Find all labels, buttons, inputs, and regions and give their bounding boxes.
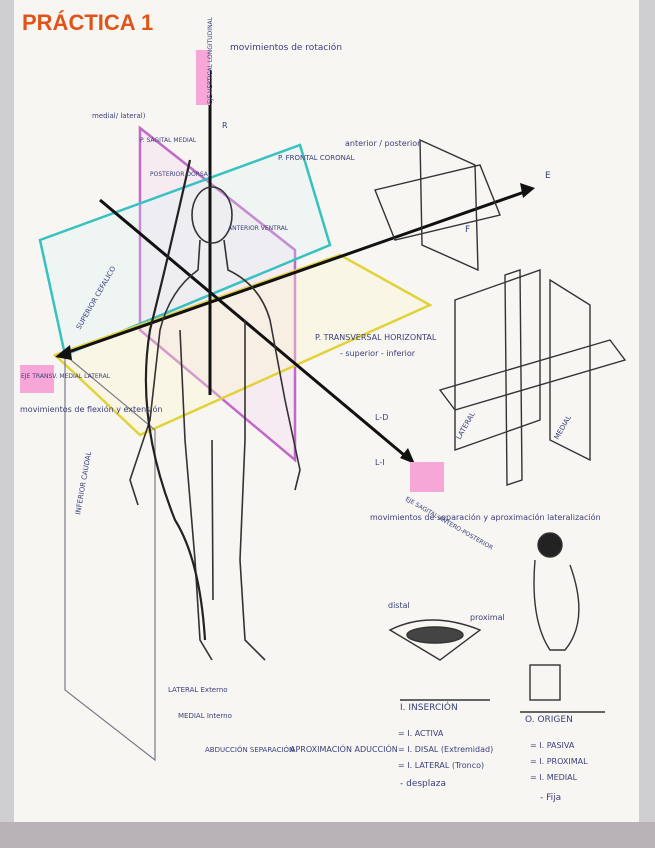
origin-heading: O. ORIGEN <box>525 715 573 725</box>
r-label: R <box>222 121 228 130</box>
origin-item-2: = I. PROXIMAL <box>530 757 588 766</box>
anterior-posterior-label: anterior / posterior <box>345 139 421 148</box>
medial-lateral-label: medial/ lateral) <box>92 112 146 120</box>
origin-item-1: = I. PASIVA <box>530 741 575 750</box>
superior-inferior-label: - superior - inferior <box>340 349 416 358</box>
origin-item-4: - Fija <box>540 793 561 803</box>
bottom-edge <box>0 822 655 848</box>
sagittal-plane-label: P. SAGITAL MEDIAL <box>140 137 197 144</box>
e-label: E <box>545 171 551 181</box>
posterior-label: POSTERIOR DORSAL <box>150 171 212 178</box>
frontal-plane-label: P. FRONTAL CORONAL <box>278 154 355 162</box>
origin-item-3: = I. MEDIAL <box>530 773 578 782</box>
separation-label: movimientos de separación y aproximación… <box>370 512 601 522</box>
ld-label: L-D <box>375 413 388 422</box>
li-label: L-I <box>375 458 385 467</box>
proximal-label: proximal <box>470 613 505 622</box>
insertion-item-3: = I. LATERAL (Tronco) <box>398 761 484 770</box>
distal-label: distal <box>388 601 410 610</box>
medial-internal-label: MEDIAL Interno <box>178 712 232 720</box>
f-label: F <box>465 225 470 235</box>
insertion-item-4: - desplaza <box>400 779 446 789</box>
flexion-extension-label: movimientos de flexión y extensión <box>20 404 163 414</box>
transverse-axis-label: EJE TRANSV. MEDIAL LATERAL <box>21 373 111 380</box>
abduction-label: ABDUCCIÓN SEPARACIÓN <box>205 745 294 754</box>
insertion-item-2: = I. DISAL (Extremidad) <box>398 745 493 754</box>
page-title: PRÁCTICA 1 <box>22 10 153 35</box>
transverse-plane-label: P. TRANSVERSAL HORIZONTAL <box>315 333 437 342</box>
insertion-heading: I. INSERCIÓN <box>400 701 458 713</box>
adduction-label: APROXIMACIÓN ADUCCIÓN <box>290 743 398 754</box>
anterior-label: ANTERIOR VENTRAL <box>228 225 289 232</box>
lateral-external-label: LATERAL Externo <box>168 686 228 694</box>
vertical-axis-label: EJE VERTICAL LONGITUDINAL <box>207 16 214 104</box>
rotation-label: movimientos de rotación <box>230 42 342 53</box>
sagittal-axis-tag <box>410 462 444 492</box>
insertion-item-1: = I. ACTIVA <box>398 729 444 738</box>
